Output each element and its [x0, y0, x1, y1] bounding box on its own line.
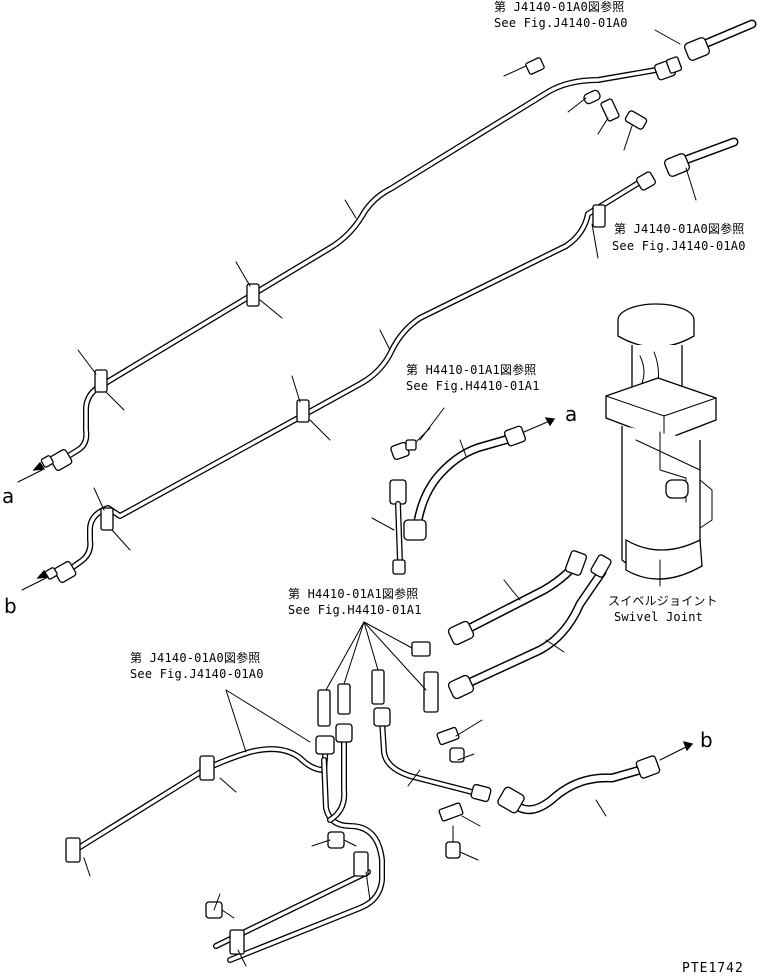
lower-u-tube [227, 723, 385, 963]
connection-letter-b-right: b [700, 728, 713, 752]
reference-jp-text: 第 H4410-01A1図参照 [406, 362, 536, 377]
swivel-joint-label: スイベルジョイント Swivel Joint [608, 594, 718, 624]
reference-en-text: See Fig.J4140-01A0 [612, 239, 746, 253]
small-loose-parts [436, 726, 465, 822]
swivel-joint-jp-text: スイベルジョイント [608, 594, 718, 608]
connection-letter-b-left: b [4, 594, 17, 618]
leader-lines-lower [83, 689, 607, 967]
lower-steel-tube [63, 179, 643, 575]
reference-jp-text: 第 H4410-01A1図参照 [288, 586, 418, 601]
reference-label-j4140-lower: 第 J4140-01A0図参照 See Fig.J4140-01A0 [130, 650, 264, 681]
reference-jp-text: 第 J4140-01A0図参照 [614, 221, 744, 236]
arrow-a-left [32, 461, 46, 471]
hose-top-right [683, 19, 757, 61]
lower-tube-right [373, 707, 492, 803]
reference-label-h4410-lower: 第 H4410-01A1図参照 See Fig.H4410-01A1 [288, 586, 422, 617]
vertical-tube-assembly [371, 407, 445, 575]
tube-clamp [94, 204, 606, 531]
lower-bolts [205, 825, 461, 919]
reference-label-h4410-upper: 第 H4410-01A1図参照 See Fig.H4410-01A1 [406, 362, 540, 393]
tube-end-nut-upper-left [40, 449, 73, 471]
reference-label-j4140-right: 第 J4140-01A0図参照 See Fig.J4140-01A0 [612, 221, 746, 253]
reference-label-j4140-top: 第 J4140-01A0図参照 See Fig.J4140-01A0 [494, 0, 628, 30]
reference-en-text: See Fig.J4140-01A0 [494, 16, 628, 30]
hose-to-b [497, 741, 694, 815]
drawing-code: PTE1742 [682, 961, 744, 976]
reference-jp-text: 第 J4140-01A0図参照 [130, 650, 260, 665]
loose-clamp-parts [525, 57, 648, 130]
reference-en-text: See Fig.J4140-01A0 [130, 667, 264, 681]
swivel-joint [605, 303, 717, 587]
tube-end-nut-upper-right [654, 56, 683, 81]
hose-swivel-upper [447, 550, 588, 646]
upper-steel-tube [59, 67, 659, 463]
hose-swivel-lower [447, 554, 612, 700]
hose-upper-a [403, 417, 556, 541]
reference-en-text: See Fig.H4410-01A1 [288, 603, 422, 617]
hose-mid-right [663, 137, 739, 177]
reference-jp-text: 第 J4140-01A0図参照 [494, 0, 624, 14]
tube-end-nut-mid-right [636, 171, 656, 191]
tube-end-nut-lower-left [44, 561, 77, 583]
lower-bracket-bar [213, 851, 371, 955]
reference-en-text: See Fig.H4410-01A1 [406, 379, 540, 393]
leader-lines-upper [17, 29, 697, 591]
swivel-joint-en-text: Swivel Joint [614, 610, 703, 624]
arrow-b-left [36, 569, 50, 579]
connection-letter-a-right: a [565, 402, 577, 426]
lower-tube-left [65, 735, 335, 863]
fittings-cluster [317, 621, 439, 727]
connection-letter-a-left: a [2, 484, 14, 508]
